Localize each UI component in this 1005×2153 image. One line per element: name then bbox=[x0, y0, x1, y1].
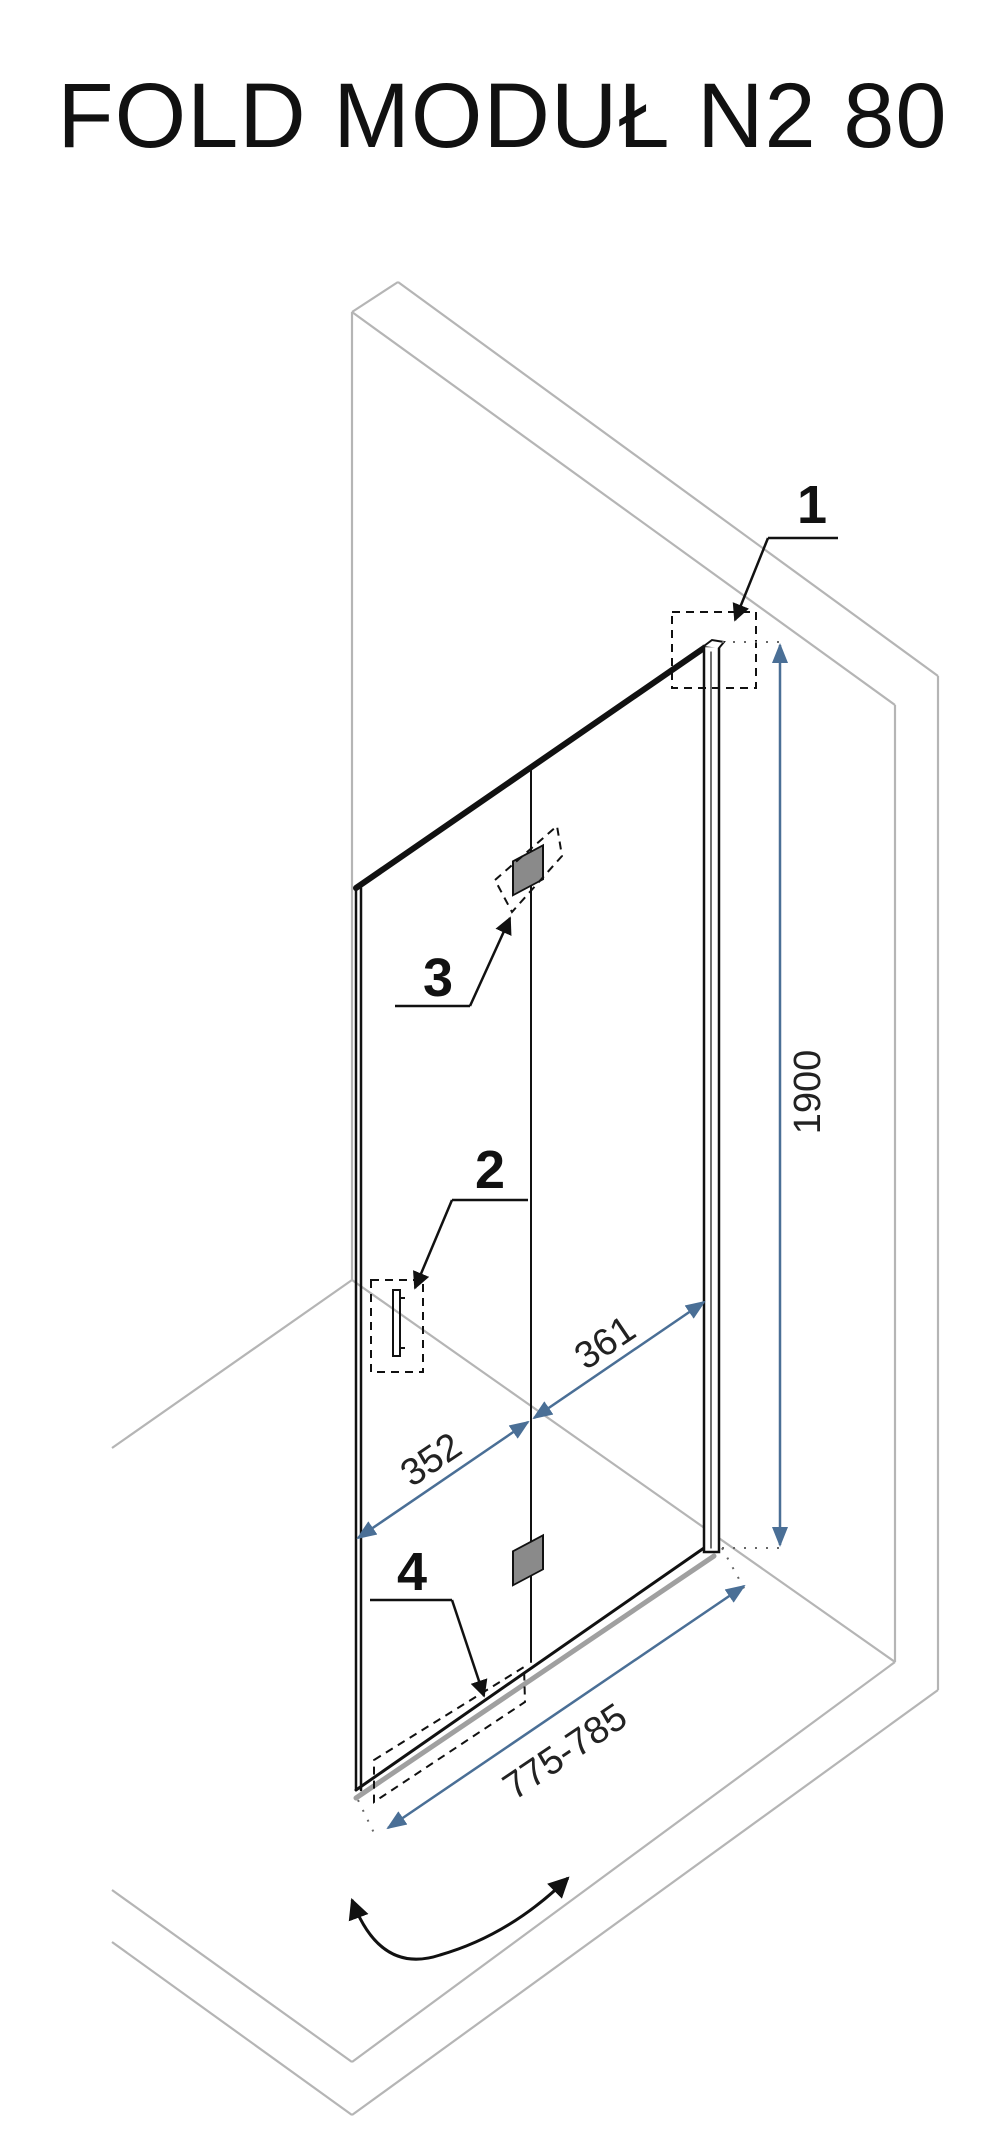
callout-label-2: 2 bbox=[475, 1140, 505, 1200]
detail-boxes bbox=[370, 611, 757, 1804]
door-frame bbox=[353, 638, 726, 1801]
callout-label-4: 4 bbox=[397, 1542, 427, 1602]
diagram-title: FOLD MODUŁ N2 80 bbox=[57, 65, 948, 167]
dimension-lines bbox=[356, 643, 788, 1830]
right-panel-dimension-line bbox=[532, 1300, 706, 1420]
width-dimension-line bbox=[386, 1584, 746, 1830]
door-handle bbox=[392, 1289, 405, 1357]
width-dimension-label: 775-785 bbox=[496, 1696, 635, 1809]
detail-box-3 bbox=[493, 824, 564, 914]
detail-box-2 bbox=[370, 1279, 424, 1373]
opening-direction-arrow bbox=[348, 1876, 570, 1961]
left-panel-dimension-line bbox=[356, 1420, 530, 1540]
hinge-upper bbox=[512, 843, 544, 897]
height-dimension-label: 1900 bbox=[787, 1050, 829, 1135]
callout-label-3: 3 bbox=[423, 948, 453, 1008]
detail-box-1 bbox=[671, 611, 757, 689]
callout-leaders bbox=[370, 536, 838, 1698]
left-panel-dimension-label: 352 bbox=[393, 1425, 469, 1495]
corner-guides bbox=[357, 641, 782, 1836]
callout-label-1: 1 bbox=[797, 475, 827, 535]
hinge-lower bbox=[512, 1533, 544, 1587]
wall-outline bbox=[111, 281, 940, 2116]
right-panel-dimension-label: 361 bbox=[567, 1308, 643, 1378]
